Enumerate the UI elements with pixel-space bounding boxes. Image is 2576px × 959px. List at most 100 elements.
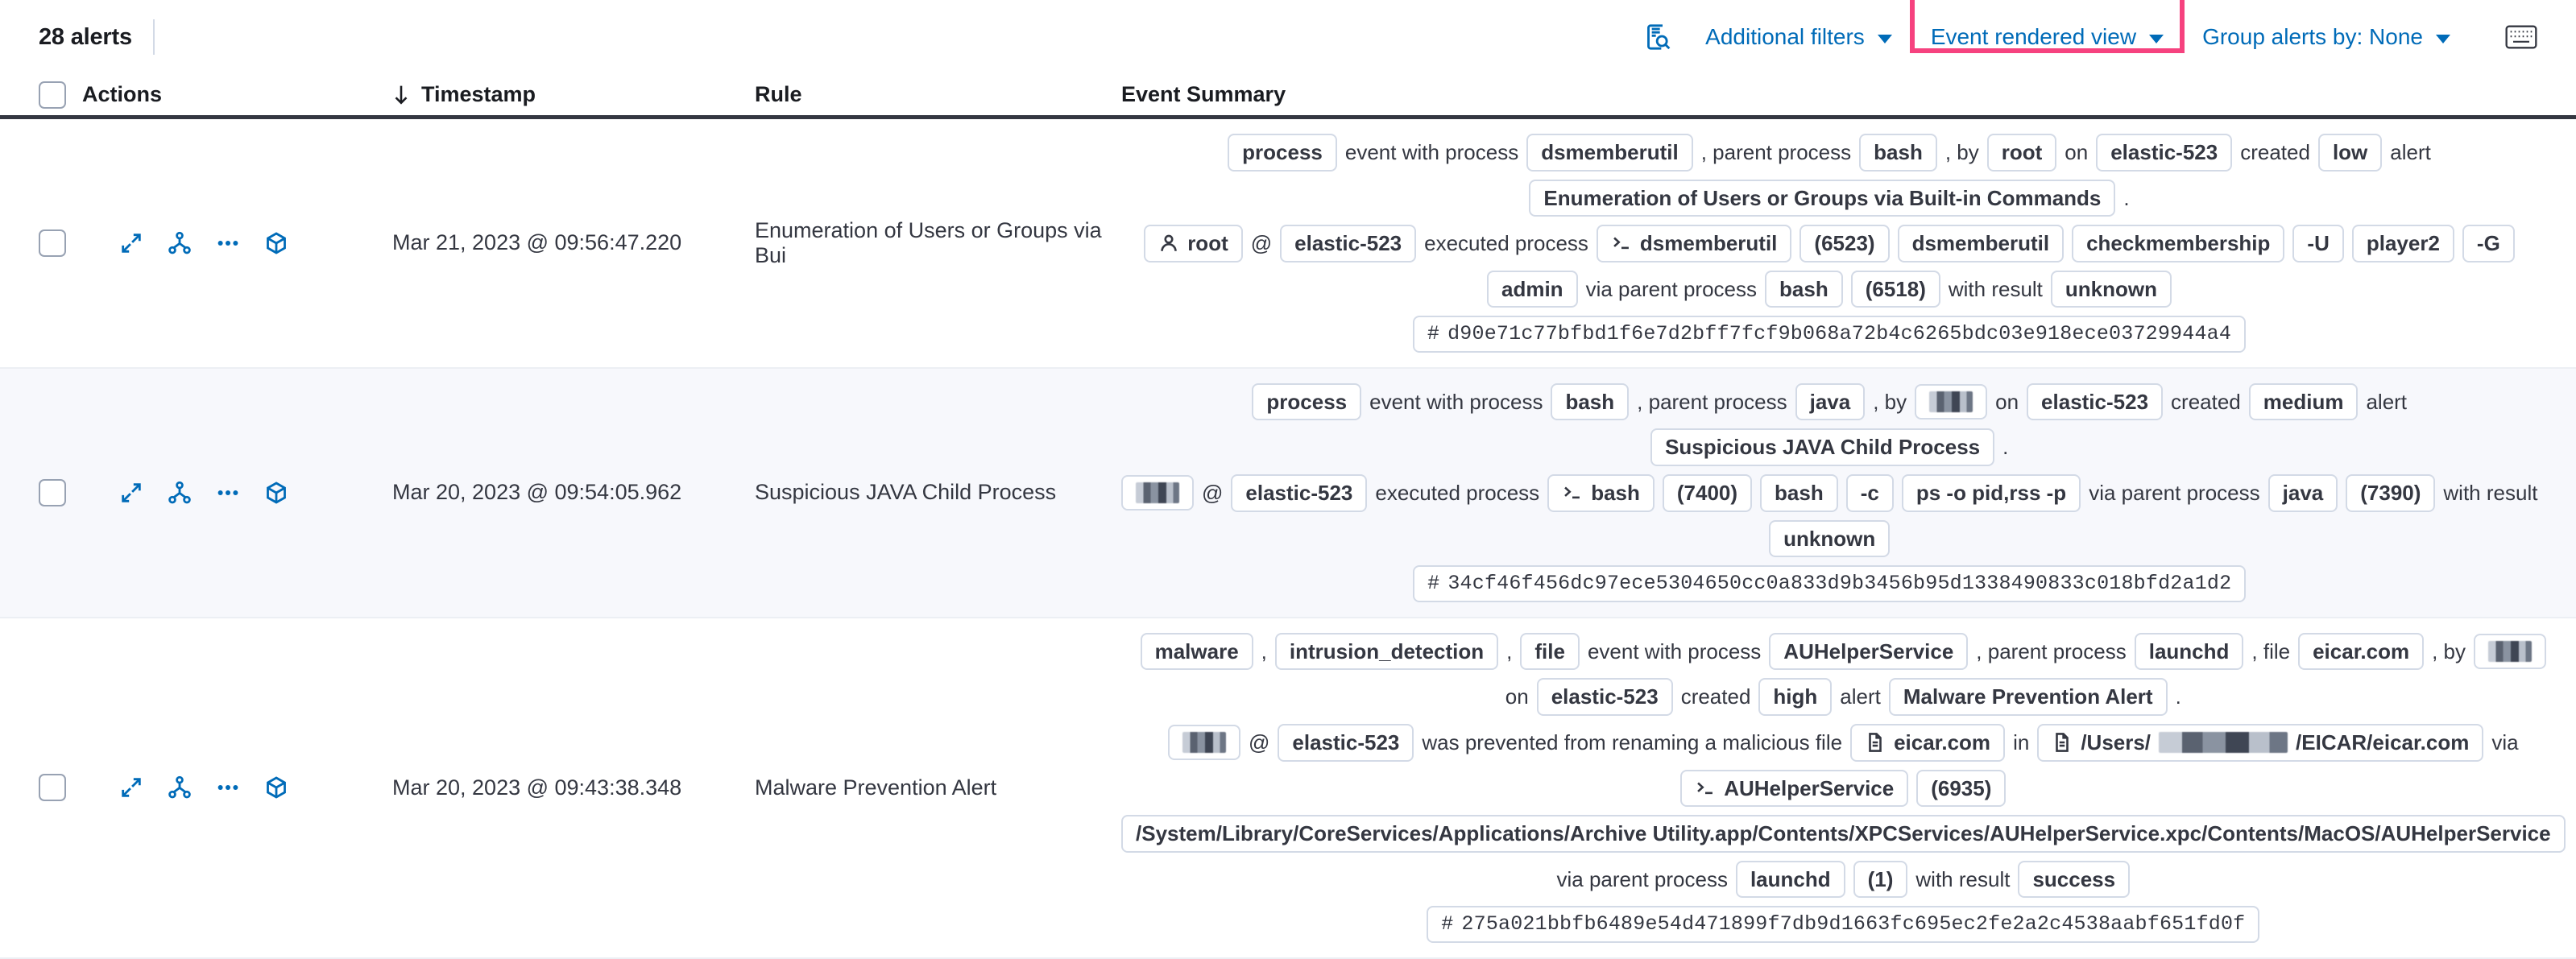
hash-chip[interactable]: # d90e71c77bfbd1f6e7d2bff7fcf9b068a72b4c… bbox=[1412, 316, 2247, 353]
field-chip[interactable]: (6935) bbox=[1916, 769, 2007, 808]
field-chip[interactable]: file bbox=[1520, 632, 1580, 671]
redacted-text bbox=[1182, 732, 1226, 754]
field-chip[interactable]: dsmemberutil bbox=[1596, 225, 1792, 262]
field-chip[interactable]: malware bbox=[1140, 632, 1253, 671]
redacted-user-chip[interactable] bbox=[1915, 384, 1988, 420]
field-chip[interactable]: intrusion_detection bbox=[1274, 632, 1499, 671]
field-chip[interactable]: Malware Prevention Alert bbox=[1888, 678, 2168, 716]
row-select-checkbox[interactable] bbox=[39, 478, 82, 506]
session-view-icon[interactable] bbox=[264, 481, 288, 505]
field-chip[interactable]: checkmembership bbox=[2072, 225, 2285, 262]
chip-label: -U bbox=[2307, 231, 2330, 256]
field-chip[interactable]: launchd bbox=[2134, 632, 2244, 671]
field-chip[interactable]: (1) bbox=[1853, 860, 1908, 899]
field-chip[interactable]: ps -o pid,rss -p bbox=[1901, 474, 2081, 512]
row-select-checkbox[interactable] bbox=[39, 774, 82, 802]
field-chip[interactable]: high bbox=[1758, 678, 1833, 716]
redacted-user-chip[interactable] bbox=[2474, 634, 2546, 670]
field-chip[interactable]: elastic-523 bbox=[1231, 474, 1368, 512]
field-chip[interactable]: Enumeration of Users or Groups via Built… bbox=[1529, 179, 2116, 217]
additional-filters-button[interactable]: Additional filters bbox=[1688, 19, 1910, 55]
field-chip[interactable]: player2 bbox=[2351, 225, 2454, 262]
more-actions-icon[interactable] bbox=[216, 231, 240, 255]
session-view-icon[interactable] bbox=[264, 231, 288, 255]
field-chip[interactable]: /Users//EICAR/eicar.com bbox=[2037, 723, 2484, 762]
field-chip[interactable]: dsmemberutil bbox=[1526, 134, 1693, 172]
field-chip[interactable]: -U bbox=[2292, 225, 2344, 262]
field-chip[interactable]: medium bbox=[2248, 382, 2359, 421]
redacted-user-chip[interactable] bbox=[1121, 475, 1194, 511]
analyzer-icon[interactable] bbox=[168, 231, 192, 255]
field-chip[interactable]: elastic-523 bbox=[1280, 225, 1417, 262]
row-select-checkbox[interactable] bbox=[39, 229, 82, 257]
table-header: Actions Timestamp Rule Event Summary bbox=[0, 74, 2576, 119]
field-chip[interactable]: java bbox=[2267, 474, 2338, 512]
event-rendered-view-label: Event rendered view bbox=[1930, 24, 2137, 49]
field-chip[interactable]: (6523) bbox=[1799, 225, 1890, 262]
field-chip[interactable]: root bbox=[1986, 134, 2057, 172]
file-icon bbox=[1865, 732, 1886, 753]
expand-icon[interactable] bbox=[119, 231, 143, 255]
more-actions-icon[interactable] bbox=[216, 775, 240, 800]
expand-icon[interactable] bbox=[119, 481, 143, 505]
field-chip[interactable]: elastic-523 bbox=[2096, 134, 2233, 172]
chip-label: file bbox=[1534, 639, 1565, 663]
keyboard-shortcut-icon[interactable] bbox=[2504, 22, 2539, 52]
field-chip[interactable]: launchd bbox=[1735, 860, 1845, 899]
field-chip[interactable]: elastic-523 bbox=[1536, 678, 1673, 716]
field-chip[interactable]: root bbox=[1144, 225, 1243, 262]
field-chip[interactable]: bash bbox=[1765, 270, 1843, 308]
field-chip[interactable]: low bbox=[2317, 134, 2383, 172]
field-chip[interactable]: java bbox=[1795, 382, 1866, 421]
field-chip[interactable]: bash bbox=[1551, 382, 1630, 421]
chip-label: intrusion_detection bbox=[1289, 639, 1485, 663]
field-chip[interactable]: dsmemberutil bbox=[1897, 225, 2065, 262]
field-chip[interactable]: (7390) bbox=[2346, 474, 2436, 512]
field-chip[interactable]: AUHelperService bbox=[1769, 632, 1969, 671]
field-chip[interactable]: unknown bbox=[1769, 519, 1891, 558]
field-chip[interactable]: bash bbox=[1547, 474, 1655, 512]
session-view-icon[interactable] bbox=[264, 775, 288, 800]
field-chip[interactable]: bash bbox=[1859, 134, 1937, 172]
group-alerts-by-button[interactable]: Group alerts by: None bbox=[2185, 19, 2468, 55]
console-icon bbox=[1695, 778, 1716, 799]
field-chip[interactable]: eicar.com bbox=[2298, 632, 2425, 671]
column-header-timestamp[interactable]: Timestamp bbox=[392, 82, 755, 107]
field-chip[interactable]: -c bbox=[1845, 474, 1894, 512]
field-chip[interactable]: -G bbox=[2462, 225, 2515, 262]
alert-count-label: 28 alerts bbox=[39, 23, 132, 50]
analyzer-icon[interactable] bbox=[168, 481, 192, 505]
expand-icon[interactable] bbox=[119, 775, 143, 800]
field-chip[interactable]: elastic-523 bbox=[2027, 382, 2164, 421]
field-chip[interactable]: eicar.com bbox=[1850, 723, 2006, 762]
hash-chip[interactable]: # 275a021bbfb6489e54d471899f7db9d1663fc6… bbox=[1427, 906, 2260, 943]
redacted-user-chip[interactable] bbox=[1168, 725, 1240, 761]
field-chip[interactable]: unknown bbox=[2050, 270, 2172, 308]
more-actions-icon[interactable] bbox=[216, 481, 240, 505]
field-chip[interactable]: (7400) bbox=[1662, 474, 1753, 512]
field-chip[interactable]: elastic-523 bbox=[1278, 723, 1414, 762]
hash-chip[interactable]: # 34cf46f456dc97ece5304650cc0a833d9b3456… bbox=[1413, 565, 2247, 602]
field-chip[interactable]: Suspicious JAVA Child Process bbox=[1650, 428, 1995, 467]
checkbox-box bbox=[39, 774, 66, 802]
inspect-query-icon[interactable] bbox=[1636, 14, 1681, 60]
field-chip[interactable]: (6518) bbox=[1850, 270, 1940, 308]
column-header-rule[interactable]: Rule bbox=[755, 82, 1121, 107]
field-chip[interactable]: process bbox=[1228, 134, 1337, 172]
chip-label: elastic-523 bbox=[2041, 389, 2149, 414]
field-chip[interactable]: process bbox=[1252, 382, 1362, 421]
field-chip[interactable]: success bbox=[2018, 860, 2131, 899]
analyzer-icon[interactable] bbox=[168, 775, 192, 800]
field-chip[interactable]: bash bbox=[1760, 474, 1838, 512]
path-chip[interactable]: /System/Library/CoreServices/Application… bbox=[1121, 815, 2566, 853]
column-header-event-summary[interactable]: Event Summary bbox=[1121, 82, 2537, 107]
event-rendered-view-button[interactable]: Event rendered view bbox=[1909, 0, 2185, 61]
field-chip[interactable]: admin bbox=[1486, 270, 1578, 308]
select-all-checkbox[interactable] bbox=[39, 81, 82, 109]
column-header-actions[interactable]: Actions bbox=[82, 82, 392, 107]
field-chip[interactable]: AUHelperService bbox=[1680, 769, 1909, 808]
